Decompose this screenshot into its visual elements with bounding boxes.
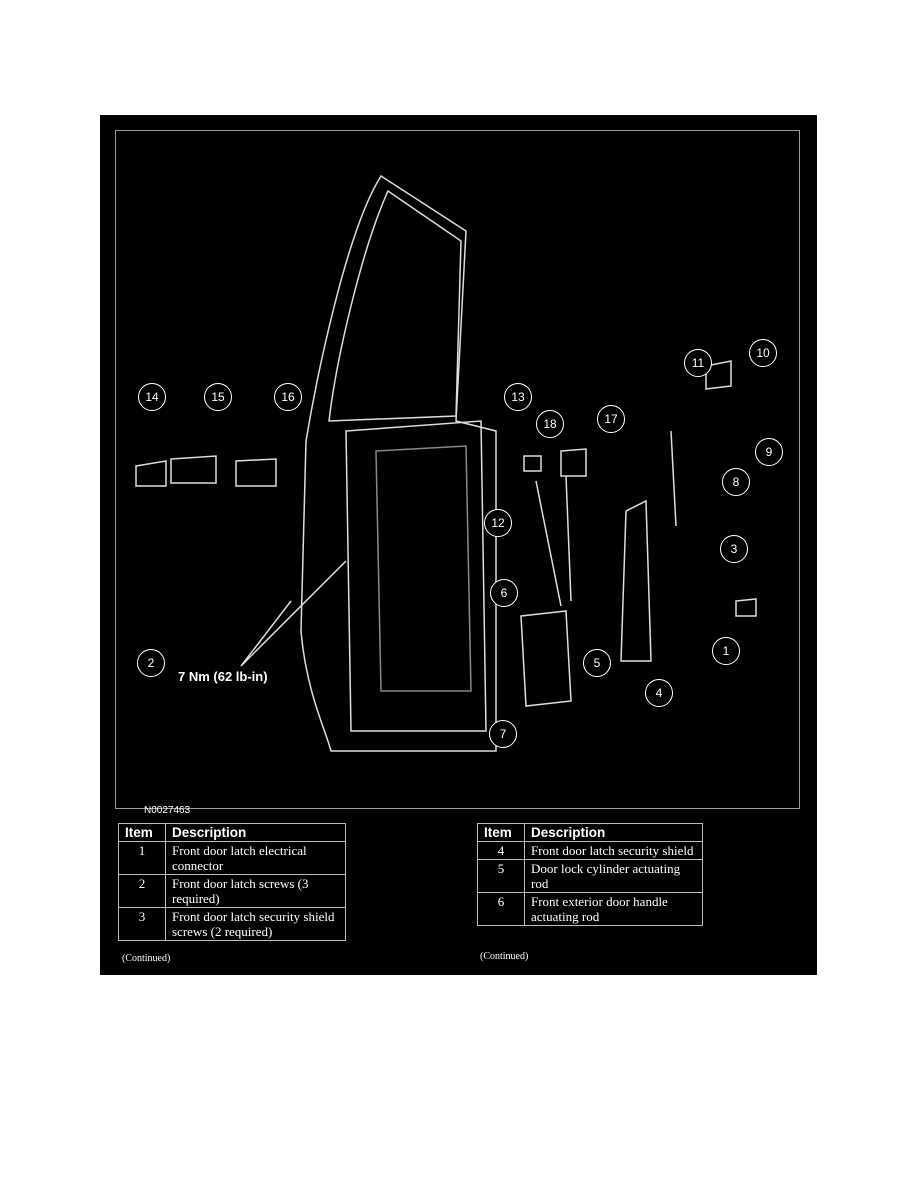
callout-13: 13 (504, 383, 532, 411)
latch (520, 610, 572, 707)
diagram-panel: 14 15 16 13 18 17 11 10 9 8 12 6 5 3 1 4… (100, 115, 817, 975)
callout-4: 4 (645, 679, 673, 707)
callout-14: 14 (138, 383, 166, 411)
callout-8: 8 (722, 468, 750, 496)
torque-spec: 7 Nm (62 lb-in) (178, 669, 268, 684)
item-description: Front door latch security shield screws … (165, 907, 346, 941)
callout-3: 3 (720, 535, 748, 563)
security-shield (620, 499, 652, 662)
header-item: Item (118, 823, 166, 842)
item-number: 2 (118, 874, 166, 908)
continued-note: (Continued) (122, 953, 171, 964)
diagram-frame: 14 15 16 13 18 17 11 10 9 8 12 6 5 3 1 4… (115, 130, 800, 816)
callout-9: 9 (755, 438, 783, 466)
callout-16: 16 (274, 383, 302, 411)
callout-17: 17 (597, 405, 625, 433)
header-description: Description (524, 823, 703, 842)
callout-1: 1 (712, 637, 740, 665)
continued-note: (Continued) (480, 951, 529, 962)
header-description: Description (165, 823, 346, 842)
callout-11: 11 (684, 349, 712, 377)
door-window-opening (328, 189, 462, 422)
header-item: Item (477, 823, 525, 842)
handle-parts (135, 455, 277, 487)
item-description: Front door latch security shield (524, 841, 703, 860)
callout-12: 12 (484, 509, 512, 537)
callout-10: 10 (749, 339, 777, 367)
item-description: Front door latch screws (3 required) (165, 874, 346, 908)
item-number: 4 (477, 841, 525, 860)
door-latch-exploded-diagram (135, 174, 757, 752)
item-description: Front exterior door handle actuating rod (524, 892, 703, 926)
door-panel-detail (375, 445, 472, 692)
item-number: 6 (477, 892, 525, 926)
rods (535, 430, 677, 607)
torque-leader-lines (240, 560, 347, 667)
item-description: Front door latch electrical connector (165, 841, 346, 875)
item-number: 3 (118, 907, 166, 941)
callout-2: 2 (137, 649, 165, 677)
callout-15: 15 (204, 383, 232, 411)
figure-code: N0027463 (144, 805, 191, 816)
door-inner-panel (345, 420, 487, 732)
item-number: 1 (118, 841, 166, 875)
callout-18: 18 (536, 410, 564, 438)
item-description: Door lock cylinder actuating rod (524, 859, 703, 893)
small-parts (523, 360, 757, 617)
callout-6: 6 (490, 579, 518, 607)
callout-7: 7 (489, 720, 517, 748)
door-frame (300, 174, 497, 752)
item-number: 5 (477, 859, 525, 893)
callout-5: 5 (583, 649, 611, 677)
